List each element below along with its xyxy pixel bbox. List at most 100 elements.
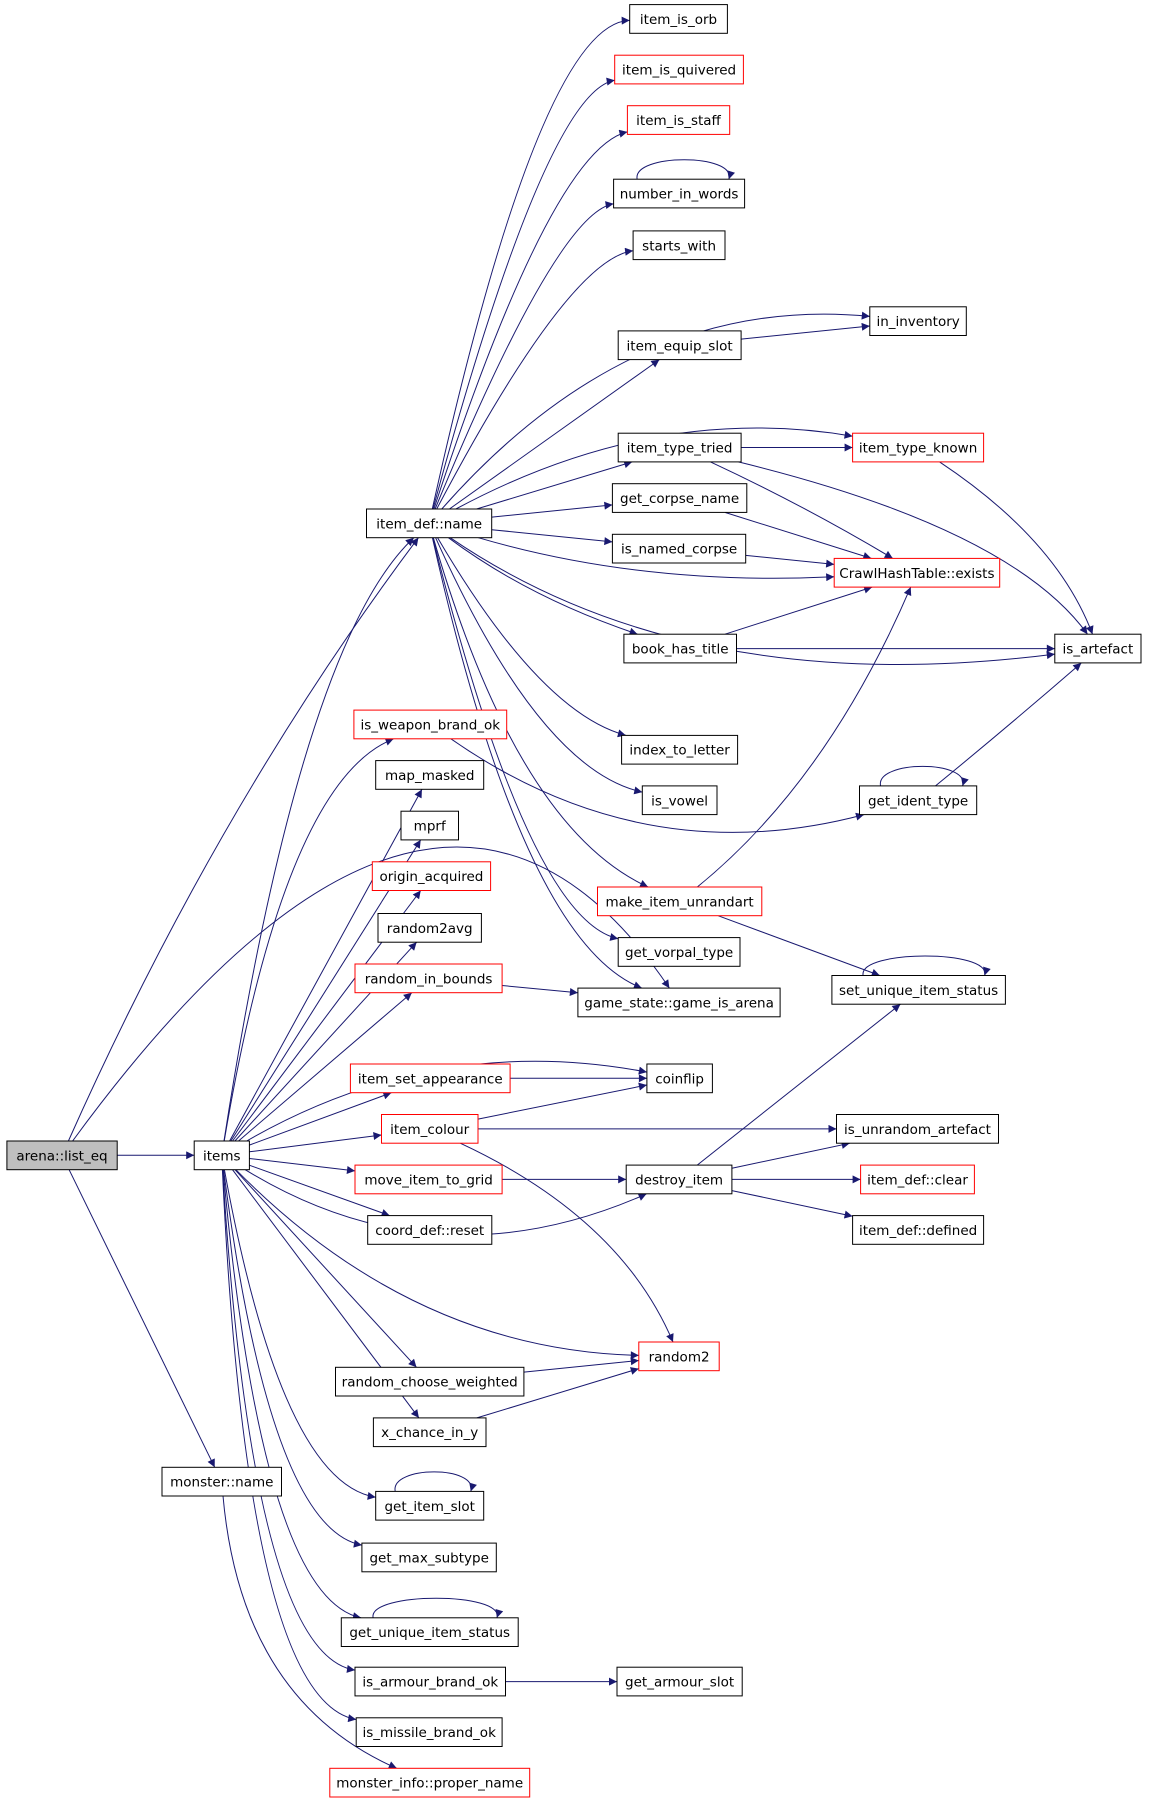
node-is-armour-brand-ok[interactable]: is_armour_brand_ok <box>354 1666 506 1697</box>
node-label: get_max_subtype <box>369 1551 488 1567</box>
node-item-is-orb[interactable]: item_is_orb <box>629 4 728 34</box>
node-get-item-slot[interactable]: get_item_slot <box>375 1490 485 1521</box>
node-get-ident-type[interactable]: get_ident_type <box>859 785 978 816</box>
edge-item_def_name-to-get_vorpal_type <box>432 537 619 941</box>
node-list-eq[interactable]: arena::list_eq <box>6 1140 118 1171</box>
node-index-to-letter[interactable]: index_to_letter <box>621 734 739 765</box>
node-move-item-to-grid[interactable]: move_item_to_grid <box>354 1164 503 1195</box>
node-monster-name[interactable]: monster::name <box>161 1466 282 1497</box>
node-item-set-appearance[interactable]: item_set_appearance <box>349 1063 511 1094</box>
edge-destroy_item-to-set_unique_item_status <box>696 1003 901 1166</box>
node-item-is-staff[interactable]: item_is_staff <box>626 105 731 135</box>
node-label: item_type_tried <box>627 441 733 457</box>
node-item-def-name[interactable]: item_def::name <box>366 508 493 539</box>
edge-item_type_tried-to-crawl_exists <box>710 461 894 559</box>
node-proper-name[interactable]: monster_info::proper_name <box>329 1767 531 1798</box>
node-x-chance-in-y[interactable]: x_chance_in_y <box>372 1417 487 1448</box>
node-box <box>1054 633 1142 664</box>
node-item-is-quivered[interactable]: item_is_quivered <box>614 54 744 85</box>
node-box <box>577 987 781 1018</box>
node-label: item_equip_slot <box>627 338 733 354</box>
edge-get_unique_item_status-to-get_unique_item_status <box>372 1597 504 1618</box>
node-random2[interactable]: random2 <box>638 1341 720 1372</box>
node-label: mprf <box>414 819 447 835</box>
node-item-type-tried[interactable]: item_type_tried <box>617 432 742 463</box>
node-box <box>852 432 985 463</box>
node-map-masked[interactable]: map_masked <box>375 760 485 790</box>
node-coinflip[interactable]: coinflip <box>646 1063 713 1094</box>
edge-item_def_name-to-is_artefact <box>449 537 1055 666</box>
node-item-def-defined[interactable]: item_def::defined <box>852 1215 985 1245</box>
node-coord-def-reset[interactable]: coord_def::reset <box>367 1215 493 1245</box>
edge-item_def_name-to-make_item_unrandart <box>432 537 649 888</box>
node-in-inventory[interactable]: in_inventory <box>869 306 967 336</box>
node-set-unique-item-status[interactable]: set_unique_item_status <box>831 975 1006 1005</box>
node-box <box>381 1114 479 1144</box>
node-book-has-title[interactable]: book_has_title <box>623 633 738 664</box>
edge-item_def_name-to-starts_with <box>436 247 634 510</box>
node-number-in-words[interactable]: number_in_words <box>613 178 746 209</box>
edge-items-to-is_missile_brand_ok <box>221 1169 357 1723</box>
node-get-armour-slot[interactable]: get_armour_slot <box>616 1666 743 1697</box>
node-box <box>617 432 742 463</box>
node-box <box>372 1417 487 1448</box>
node-random-choose-weighted[interactable]: random_choose_weighted <box>335 1366 525 1397</box>
node-get-max-subtype[interactable]: get_max_subtype <box>361 1542 497 1573</box>
edge-number_in_words-to-number_in_words <box>636 159 735 180</box>
edge-items-to-get_max_subtype <box>223 1169 362 1548</box>
node-make-item-unrandart[interactable]: make_item_unrandart <box>597 886 763 917</box>
node-label: arena::list_eq <box>16 1148 107 1164</box>
node-box <box>629 4 728 34</box>
node-box <box>646 1063 713 1094</box>
node-label: random2 <box>649 1349 710 1365</box>
node-box <box>597 886 763 917</box>
node-get-corpse-name[interactable]: get_corpse_name <box>611 483 748 513</box>
node-is-named-corpse[interactable]: is_named_corpse <box>611 533 747 564</box>
node-box <box>831 975 1006 1005</box>
node-label: set_unique_item_status <box>839 983 998 999</box>
node-box <box>632 230 726 261</box>
node-box <box>329 1767 531 1798</box>
node-origin-acquired[interactable]: origin_acquired <box>371 861 492 891</box>
edge-item_equip_slot-to-in_inventory <box>741 322 870 340</box>
node-crawl-exists[interactable]: CrawlHashTable::exists <box>833 557 1001 588</box>
node-label: random2avg <box>387 921 473 937</box>
node-item-def-clear[interactable]: item_def::clear <box>860 1164 975 1195</box>
node-random2avg[interactable]: random2avg <box>377 913 482 943</box>
edge-item_def_name-to-is_vowel <box>435 537 643 795</box>
node-box <box>852 1215 985 1245</box>
node-label: coord_def::reset <box>375 1223 484 1239</box>
node-is-unrandom-artefact[interactable]: is_unrandom_artefact <box>836 1114 999 1144</box>
node-box <box>860 1164 975 1195</box>
node-box <box>335 1366 525 1397</box>
node-label: origin_acquired <box>379 869 483 885</box>
edge-items-to-move_item_to_grid <box>249 1158 356 1174</box>
node-label: is_artefact <box>1063 642 1134 658</box>
edge-item_def_name-to-item_equip_slot <box>449 359 660 510</box>
node-label: get_ident_type <box>868 793 968 809</box>
edge-items-to-item_def_name <box>223 537 415 1142</box>
node-label: items <box>203 1148 241 1164</box>
node-label: get_item_slot <box>384 1499 475 1515</box>
node-is-weapon-brand-ok[interactable]: is_weapon_brand_ok <box>353 709 508 740</box>
node-item-type-known[interactable]: item_type_known <box>852 432 985 463</box>
node-item-equip-slot[interactable]: item_equip_slot <box>617 330 742 361</box>
edge-item_def_name-to-get_corpse_name <box>491 501 613 518</box>
node-random-in-bounds[interactable]: random_in_bounds <box>354 963 503 994</box>
node-label: is_vowel <box>651 793 708 809</box>
node-get-vorpal-type[interactable]: get_vorpal_type <box>617 937 741 967</box>
node-is-vowel[interactable]: is_vowel <box>641 785 718 816</box>
node-items[interactable]: items <box>193 1140 250 1171</box>
node-starts-with[interactable]: starts_with <box>632 230 726 261</box>
node-is-artefact[interactable]: is_artefact <box>1054 633 1142 664</box>
node-destroy-item[interactable]: destroy_item <box>625 1164 733 1195</box>
node-game-is-arena[interactable]: game_state::game_is_arena <box>577 987 781 1018</box>
node-label: item_colour <box>390 1122 469 1138</box>
node-mprf[interactable]: mprf <box>400 810 459 841</box>
edge-monster_name-to-proper_name <box>222 1495 398 1769</box>
node-box <box>375 1490 485 1521</box>
node-box <box>354 1666 506 1697</box>
node-is-missile-brand-ok[interactable]: is_missile_brand_ok <box>355 1717 503 1748</box>
node-item-colour[interactable]: item_colour <box>381 1114 479 1144</box>
node-get-unique-item-status[interactable]: get_unique_item_status <box>340 1617 519 1648</box>
